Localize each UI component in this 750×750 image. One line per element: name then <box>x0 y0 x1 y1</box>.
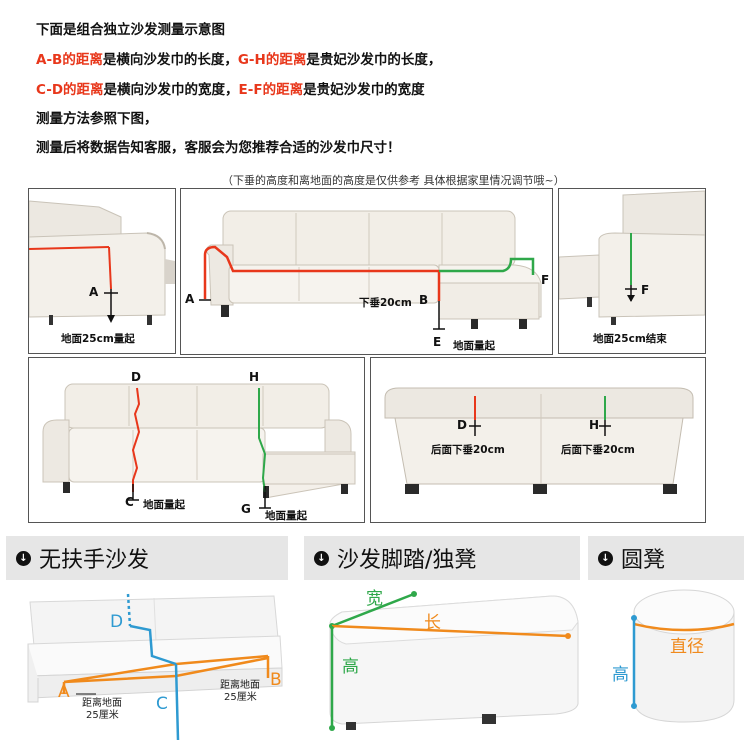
sofa-width-illustration <box>29 358 364 522</box>
ottoman-diagram: 宽 长 高 <box>306 582 582 744</box>
range-ab: A-B的距离 <box>36 52 103 68</box>
caption-ground-c: 地面量起 <box>143 499 185 511</box>
section-title: 圆凳 <box>621 548 666 573</box>
label-a: A <box>89 285 99 299</box>
label-c: C <box>125 495 134 509</box>
section-header-round-stool: ↓ 圆凳 <box>588 536 744 580</box>
intro-title: 下面是组合独立沙发测量示意图 <box>36 22 225 38</box>
right-ground-note-1: 距离地面 <box>220 680 260 691</box>
drop-20cm: 下垂20cm <box>359 297 412 309</box>
armless-sofa-illustration <box>27 593 283 741</box>
panel-arm-left: A 地面25cm量起 <box>28 188 176 354</box>
label-d: D <box>131 370 141 384</box>
range-ab-desc: 是横向沙发巾的长度， <box>102 52 238 68</box>
range-ef: E-F的距离 <box>238 82 304 98</box>
sofa-back-illustration <box>371 358 705 522</box>
range-ef-desc: 是贵妃沙发巾的宽度 <box>303 82 425 98</box>
panel-sofa-width: D H C 地面量起 G 地面量起 <box>28 357 365 523</box>
label-b: B <box>270 670 282 690</box>
label-f: F <box>541 273 550 287</box>
down-arrow-icon: ↓ <box>598 550 613 566</box>
left-ground-note-2: 25厘米 <box>86 710 119 721</box>
label-d: D <box>110 612 124 632</box>
down-arrow-icon: ↓ <box>314 550 329 566</box>
section-header-ottoman: ↓ 沙发脚踏/独凳 <box>304 536 580 580</box>
section-header-armless: ↓ 无扶手沙发 <box>6 536 288 580</box>
caption-ground-25-end: 地面25cm结束 <box>593 333 667 345</box>
armless-sofa-diagram: D A C B 距离地面 25厘米 距离地面 25厘米 <box>6 582 296 744</box>
label-a: A <box>185 292 195 306</box>
panel-main-sofa: A 下垂20cm B E 地面量起 F <box>180 188 553 355</box>
label-a: A <box>58 682 70 702</box>
range-gh: G-H的距离 <box>237 52 307 68</box>
caption-ground-25: 地面25cm量起 <box>61 333 135 345</box>
label-h: H <box>589 418 600 432</box>
chaise-end-illustration <box>559 189 705 353</box>
label-b: B <box>419 293 429 307</box>
label-d: D <box>457 418 467 432</box>
reference-note: （下垂的高度和离地面的高度是仅供参考 具体根据家里情况调节哦~） <box>222 174 565 187</box>
right-ground-note-2: 25厘米 <box>224 692 257 703</box>
label-c: C <box>156 694 168 714</box>
round-stool-illustration <box>631 589 735 723</box>
left-ground-note-1: 距离地面 <box>82 698 122 709</box>
label-g: G <box>241 502 251 516</box>
range-cd-desc: 是横向沙发巾的宽度， <box>103 82 239 98</box>
ottoman-illustration <box>329 591 579 731</box>
label-e: E <box>433 335 442 349</box>
back-drop-left: 后面下垂20cm <box>431 444 505 456</box>
round-stool-diagram: 直径 高 <box>588 582 748 744</box>
intro-line-1: A-B的距离是横向沙发巾的长度，G-H的距离是贵妃沙发巾的长度， <box>36 48 441 68</box>
intro-line-2: C-D的距离是横向沙发巾的宽度，E-F的距离是贵妃沙发巾的宽度 <box>36 78 425 98</box>
width-label: 宽 <box>366 589 383 609</box>
label-f: F <box>641 283 650 297</box>
label-h: H <box>249 370 260 384</box>
section-title: 沙发脚踏/独凳 <box>337 548 477 573</box>
height-label: 高 <box>342 657 359 677</box>
back-drop-right: 后面下垂20cm <box>561 444 635 456</box>
caption-ground: 地面量起 <box>453 340 495 352</box>
range-cd: C-D的距离 <box>36 82 104 98</box>
sectional-sofa-illustration <box>181 189 552 354</box>
caption-ground-g: 地面量起 <box>265 510 307 522</box>
panel-arm-right: F 地面25cm结束 <box>558 188 706 354</box>
down-arrow-icon: ↓ <box>16 550 31 566</box>
height-label: 高 <box>612 665 629 685</box>
intro-line-4: 测量后将数据告知客服，客服会为您推荐合适的沙发巾尺寸！ <box>36 140 401 156</box>
length-label: 长 <box>424 613 441 633</box>
panel-sofa-back: D H 后面下垂20cm 后面下垂20cm <box>370 357 706 523</box>
intro-line-3: 测量方法参照下图， <box>36 111 158 127</box>
section-title: 无扶手沙发 <box>39 548 150 573</box>
sofa-arm-illustration <box>29 189 175 353</box>
range-gh-desc: 是贵妃沙发巾的长度， <box>306 52 442 68</box>
diameter-label: 直径 <box>670 637 704 657</box>
